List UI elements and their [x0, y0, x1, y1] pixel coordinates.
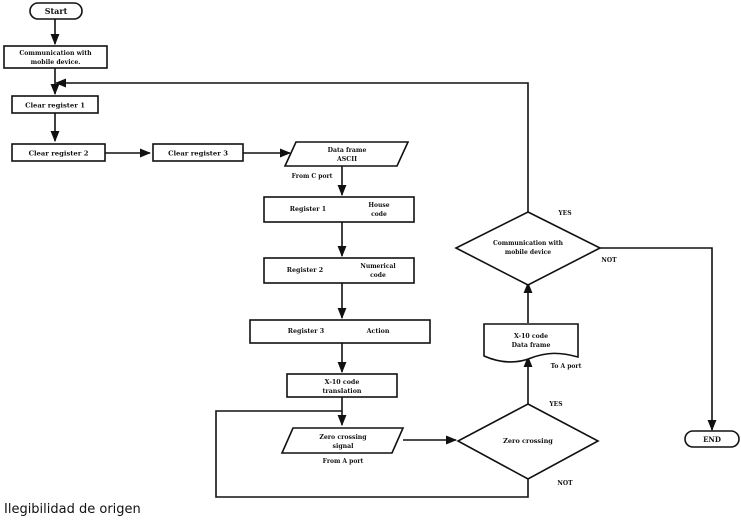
- from-a-port-label: From A port: [323, 458, 364, 465]
- comm-decision-line-2: mobile device: [505, 249, 551, 256]
- clear-register-2-label: Clear register 2: [29, 150, 89, 158]
- zero-yes-label: YES: [548, 401, 562, 408]
- x10-translation-line-1: X-10 code: [325, 379, 360, 386]
- end-terminal: END: [684, 430, 740, 448]
- start-label: Start: [45, 6, 68, 16]
- zero-crossing-signal: Zero crossing signal: [280, 427, 405, 454]
- x10-translation-line-2: translation: [323, 388, 362, 395]
- numerical-code-line-1: Numerical: [360, 263, 396, 270]
- loop-decision-yes: [54, 78, 529, 212]
- to-a-port-label: To A port: [551, 363, 582, 370]
- register-2-box: Register 2 Numerical code: [263, 257, 415, 284]
- start-terminal: Start: [29, 2, 83, 20]
- zero-signal-line-1: Zero crossing: [319, 434, 367, 441]
- clear-register-1-box: Clear register 1: [11, 95, 99, 114]
- numerical-code-line-2: code: [370, 272, 386, 279]
- x10-frame-line-1: X-10 code: [514, 333, 548, 340]
- communication-line-1: Communication with: [19, 50, 92, 57]
- register-2-label: Register 2: [287, 267, 323, 274]
- data-frame-line-1: Data frame: [328, 147, 367, 154]
- zero-crossing-label: Zero crossing: [503, 437, 553, 445]
- clear-register-1-label: Clear register 1: [25, 102, 85, 110]
- x10-frame-line-2: Data frame: [512, 342, 551, 349]
- zero-not-label: NOT: [557, 480, 573, 487]
- register-1-label: Register 1: [290, 206, 326, 213]
- zero-crossing-decision: Zero crossing: [456, 403, 600, 480]
- x10-data-frame-document: X-10 code Data frame: [483, 323, 579, 363]
- register-1-box: Register 1 House code: [263, 196, 415, 223]
- comm-not-label: NOT: [601, 257, 617, 264]
- house-code-line-2: code: [371, 211, 387, 218]
- zero-signal-line-2: signal: [332, 443, 354, 450]
- clear-register-2-box: Clear register 2: [11, 143, 106, 162]
- end-label: END: [703, 435, 721, 444]
- comm-decision-line-1: Communication with: [493, 240, 564, 247]
- data-frame-line-2: ASCII: [336, 156, 357, 163]
- register-3-box: Register 3 Action: [249, 319, 431, 344]
- arrow-decision-not-to-end: [600, 247, 717, 432]
- x10-translation-box: X-10 code translation: [286, 373, 398, 398]
- data-frame-ascii: Data frame ASCII: [283, 141, 410, 167]
- action-label: Action: [366, 328, 390, 335]
- house-code-line-1: House: [368, 202, 389, 209]
- loop-zero-not: [215, 410, 529, 498]
- clear-register-3-box: Clear register 3: [152, 143, 244, 162]
- comm-yes-label: YES: [557, 210, 571, 217]
- register-3-label: Register 3: [288, 328, 324, 335]
- clear-register-3-label: Clear register 3: [168, 150, 228, 158]
- communication-decision: Communication with mobile device: [454, 211, 602, 286]
- communication-line-2: mobile device.: [31, 59, 81, 66]
- communication-box: Communication with mobile device.: [3, 45, 108, 69]
- source-caption: Ilegibilidad de origen: [4, 502, 141, 517]
- from-c-port-label: From C port: [292, 173, 333, 180]
